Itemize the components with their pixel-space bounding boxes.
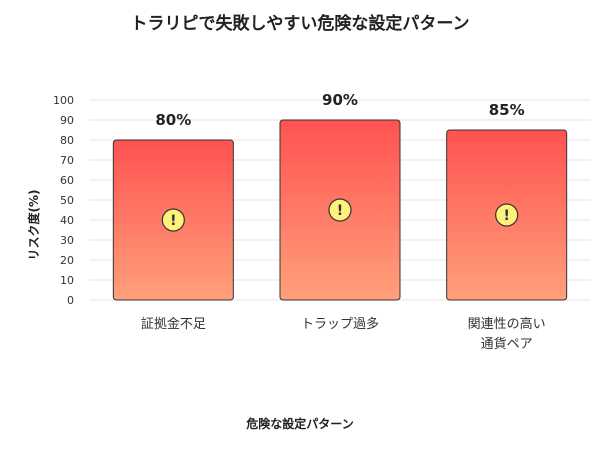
warning-icon: !: [161, 208, 185, 232]
y-tick-label: 50: [60, 194, 74, 207]
y-axis-ticks: 0 10 20 30 40 50 60 70 80 90 100: [53, 94, 74, 307]
data-label: 80%: [155, 111, 191, 129]
y-tick-label: 40: [60, 214, 74, 227]
x-tick-label: 関連性の高い: [468, 316, 546, 332]
x-tick-label: 証拠金不足: [141, 316, 206, 332]
svg-text:!: !: [337, 203, 343, 219]
svg-text:!: !: [503, 208, 509, 224]
x-tick-label: トラップ過多: [301, 316, 379, 332]
svg-text:!: !: [170, 213, 176, 229]
y-tick-label: 80: [60, 134, 74, 147]
chart-title: トラリピで失敗しやすい危険な設定パターン: [131, 13, 470, 34]
warning-icon: !: [495, 203, 519, 227]
data-label: 90%: [322, 91, 358, 109]
y-tick-label: 70: [60, 154, 74, 167]
y-tick-label: 60: [60, 174, 74, 187]
x-tick-label: 通貨ペア: [481, 336, 533, 352]
x-axis-title: 危険な設定パターン: [245, 416, 353, 431]
warning-icon: !: [328, 198, 352, 222]
y-tick-label: 90: [60, 114, 74, 127]
y-tick-label: 10: [60, 274, 74, 287]
y-tick-label: 0: [67, 294, 74, 307]
y-tick-label: 20: [60, 254, 74, 267]
bars: 80%! 90%! 85%!: [112, 91, 568, 301]
y-tick-label: 30: [60, 234, 74, 247]
y-tick-label: 100: [53, 94, 74, 107]
y-axis-title: リスク度(%): [26, 190, 41, 261]
data-label: 85%: [489, 101, 525, 119]
